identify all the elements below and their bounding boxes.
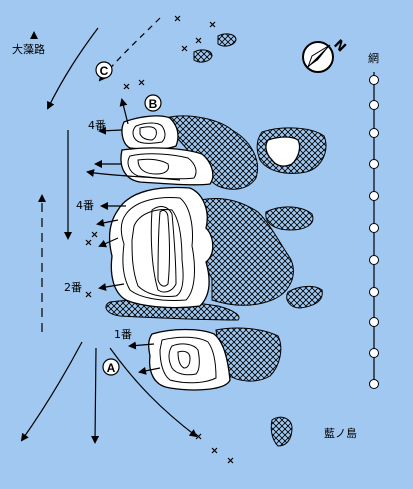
rope-label: 網 — [368, 51, 379, 65]
x-mark-icon — [85, 15, 234, 464]
spot-label-4a: 4番 — [88, 119, 106, 132]
marker-b: B — [144, 94, 162, 112]
marker-c: C — [95, 61, 113, 79]
marker-a: A — [102, 358, 120, 376]
casting-arrows — [94, 98, 161, 375]
svg-text:A: A — [107, 361, 116, 375]
net-rope-line — [369, 72, 379, 389]
route-label: 大藻路 — [12, 31, 45, 56]
island-label: 藍ノ島 — [324, 426, 357, 440]
north-arrow-icon: N — [302, 37, 349, 73]
svg-text:C: C — [100, 64, 109, 78]
svg-text:大藻路: 大藻路 — [12, 42, 45, 56]
spot-label-1: 1番 — [114, 328, 132, 341]
submerged-reefs — [105, 33, 327, 447]
rock-contours — [120, 122, 217, 384]
spot-label-4b: 4番 — [76, 199, 94, 212]
svg-text:B: B — [149, 97, 158, 111]
spot-label-2: 2番 — [64, 281, 82, 294]
